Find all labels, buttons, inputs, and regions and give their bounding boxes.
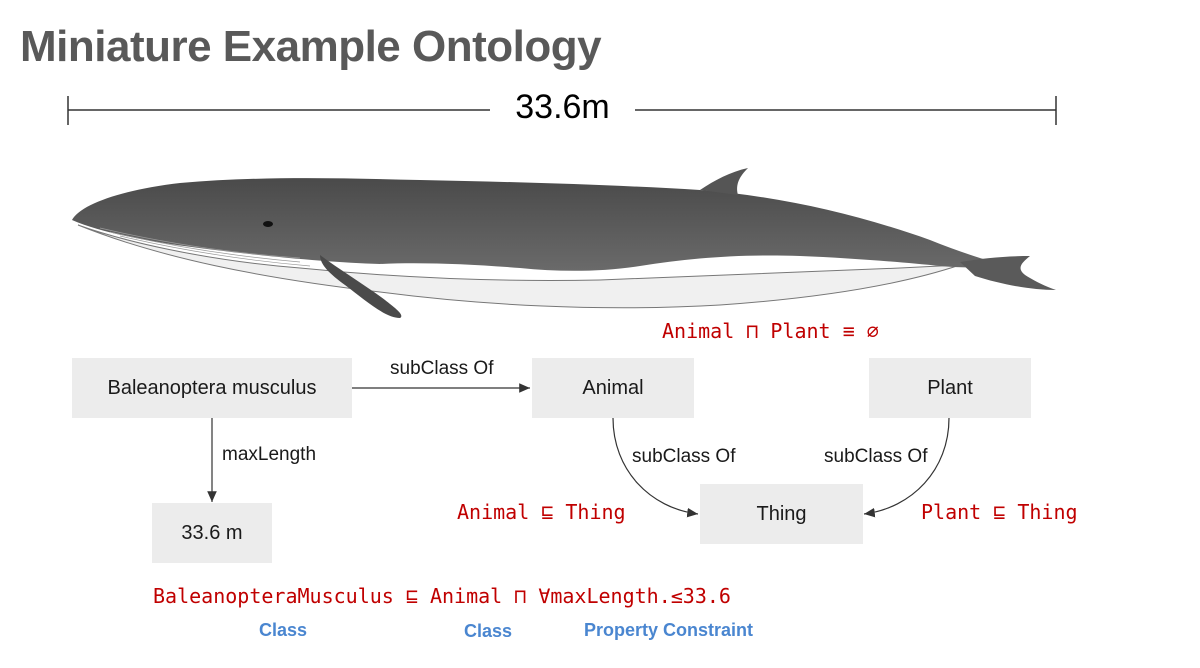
node-length-value: 33.6 m xyxy=(152,503,272,563)
edge-animal-to-thing xyxy=(612,417,699,518)
legend-class-2: Class xyxy=(464,621,513,641)
edge-label-subclass-animal: subClass Of xyxy=(390,358,494,379)
whale-eye xyxy=(263,221,273,227)
page-title: Miniature Example Ontology xyxy=(20,22,602,71)
legend-property-constraint: Property Constraint xyxy=(584,620,754,640)
edge-label-maxlength: maxLength xyxy=(222,444,317,465)
whale-body xyxy=(72,178,1010,271)
whale-flipper xyxy=(320,255,402,318)
node-plant: Plant xyxy=(869,358,1031,418)
node-baleanoptera-musculus: Baleanoptera musculus xyxy=(72,358,352,418)
axiom-disjoint: Animal ⊓ Plant ≡ ∅ xyxy=(662,319,879,343)
edge-plant-to-thing xyxy=(863,417,950,518)
axiom-animal-subclass-thing: Animal ⊑ Thing xyxy=(457,500,626,524)
node-animal: Animal xyxy=(532,358,694,418)
edge-label-animal-thing: subClass Of xyxy=(632,446,736,467)
node-thing: Thing xyxy=(700,484,863,544)
whale-throat-grooves xyxy=(99,227,311,267)
whale-dorsal-fin xyxy=(700,168,748,195)
axiom-definition: BaleanopteraMusculus ⊑ Animal ⊓ ∀maxLeng… xyxy=(153,584,731,608)
axiom-plant-subclass-thing: Plant ⊑ Thing xyxy=(921,500,1078,524)
edge-label-plant-thing: subClass Of xyxy=(824,446,928,467)
legend-class-1: Class xyxy=(259,620,308,640)
whale-tail xyxy=(960,256,1056,290)
length-label: 33.6m xyxy=(490,88,635,127)
blue-whale-illustration xyxy=(72,168,1056,318)
